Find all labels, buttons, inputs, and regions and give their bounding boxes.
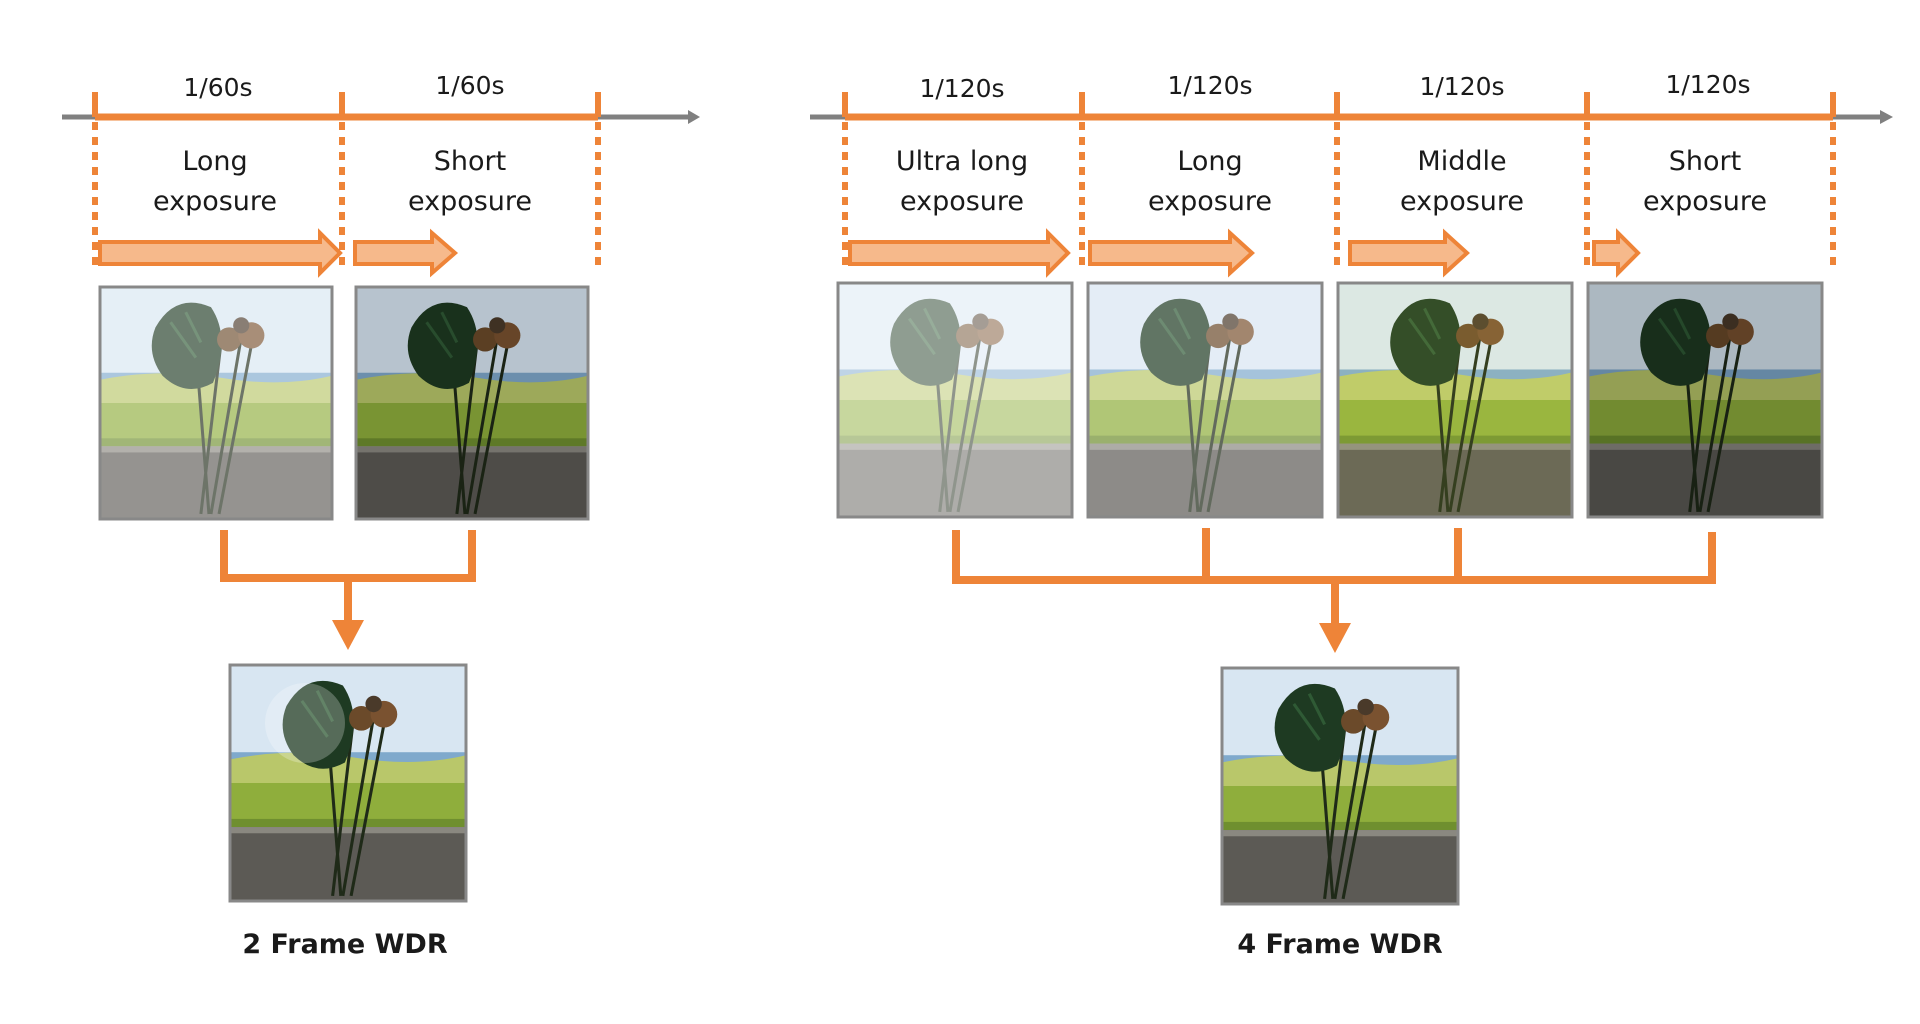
duration-label: 1/120s — [919, 74, 1004, 103]
ticks-two-frame — [92, 92, 601, 117]
caption-four-frame: 4 Frame WDR — [1237, 929, 1442, 960]
exposure-label-line1: Short — [1669, 146, 1741, 177]
result-thumbnail — [228, 663, 468, 903]
duration-label: 1/120s — [1665, 70, 1750, 99]
exposure-label-line2: exposure — [900, 186, 1024, 217]
exposure-label-line2: exposure — [1400, 186, 1524, 217]
merge-arrowhead-icon — [332, 620, 364, 650]
axis-arrowhead-icon — [1880, 110, 1893, 124]
exposure-label-line1: Middle — [1417, 146, 1506, 177]
exposure-label-line2: exposure — [153, 186, 277, 217]
exposure-duration-arrow-icon — [1348, 228, 1470, 278]
exposure-label-line1: Long — [182, 146, 247, 177]
exposure-duration-arrow-icon — [848, 228, 1071, 278]
merge-arrowhead-icon — [1319, 623, 1351, 653]
exposure-label-line2: exposure — [1148, 186, 1272, 217]
duration-label: 1/120s — [1167, 71, 1252, 100]
exposure-label-line2: exposure — [408, 186, 532, 217]
result-thumbnail — [1220, 666, 1460, 906]
frame-thumbnail — [354, 285, 590, 521]
exposure-label-line1: Short — [434, 146, 506, 177]
exposure-duration-arrow-icon — [353, 228, 459, 278]
caption-two-frame: 2 Frame WDR — [242, 929, 447, 960]
exposure-duration-arrow-icon — [98, 228, 343, 278]
frame-thumbnail — [1586, 281, 1824, 519]
exposure-label-line1: Long — [1177, 146, 1242, 177]
dotted-dividers-four-frame — [842, 122, 1836, 272]
four-frame-group: 1/120s 1/120s 1/120s 1/120s Ultra long e… — [810, 70, 1893, 960]
ticks-four-frame — [842, 92, 1836, 117]
frame-thumbnail — [98, 285, 334, 521]
duration-label: 1/60s — [183, 73, 252, 102]
two-frame-group: 1/60s 1/60s Long exposure Short exposure — [62, 71, 700, 960]
frame-thumbnail — [836, 281, 1074, 519]
frame-thumbnail — [1336, 281, 1574, 519]
exposure-duration-arrow-icon — [1592, 228, 1641, 278]
dotted-dividers-two-frame — [92, 122, 601, 272]
exposure-duration-arrow-icon — [1088, 228, 1255, 278]
duration-label: 1/60s — [435, 71, 504, 100]
exposure-label-line1: Ultra long — [896, 146, 1028, 177]
merge-bracket-four-frame — [952, 528, 1716, 625]
exposure-label-line2: exposure — [1643, 186, 1767, 217]
duration-label: 1/120s — [1419, 72, 1504, 101]
axis-arrowhead-icon — [688, 110, 700, 124]
merge-bracket-two-frame — [220, 530, 476, 622]
frame-thumbnail — [1086, 281, 1324, 519]
